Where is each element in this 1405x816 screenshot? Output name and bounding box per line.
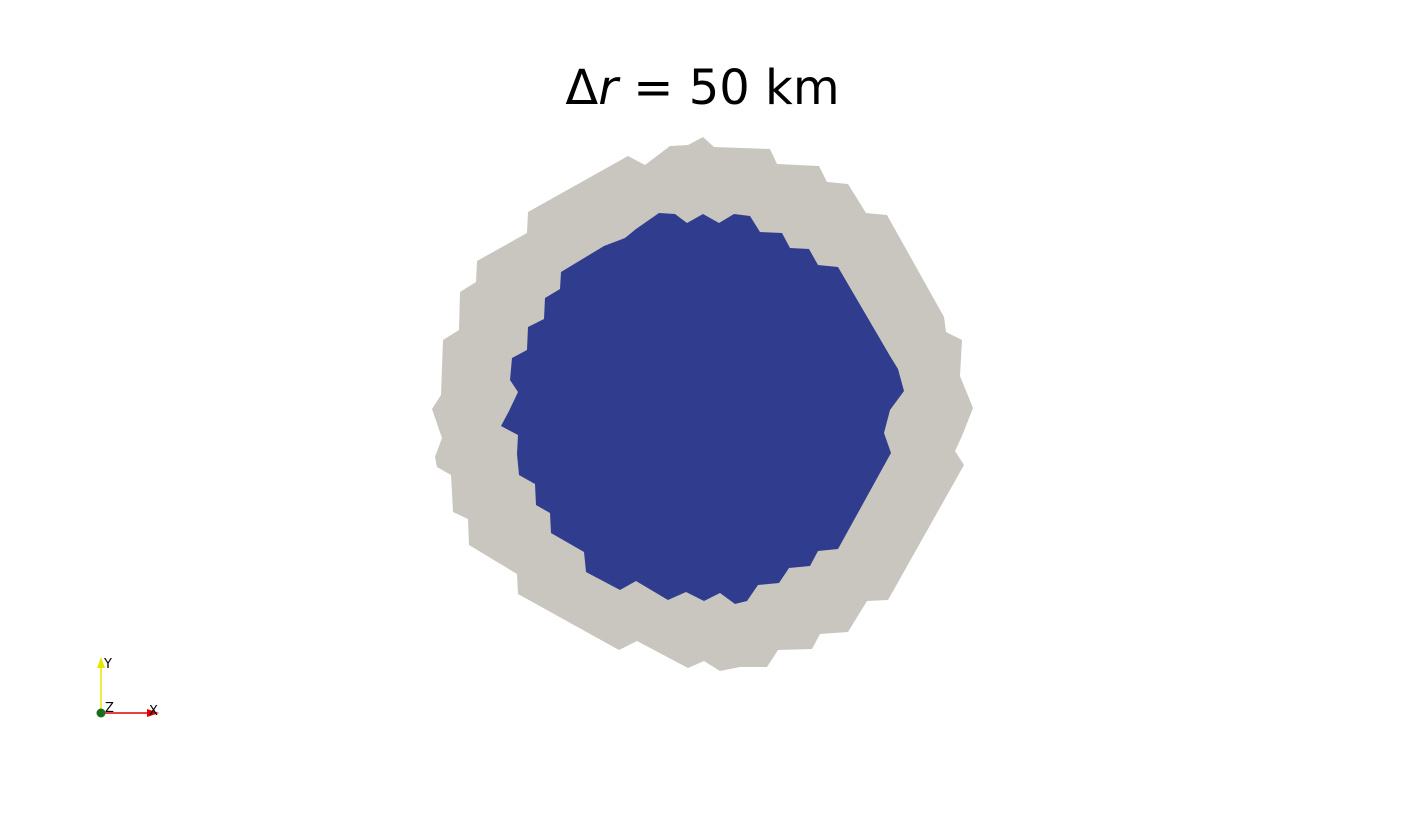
y-axis-arrow-icon — [97, 657, 105, 668]
x-axis-arrow-icon — [147, 709, 159, 717]
title-delta: Δ — [565, 60, 599, 116]
z-axis-label: Z — [105, 701, 114, 716]
y-axis-label: Y — [103, 657, 112, 672]
title-value: 50 km — [688, 60, 840, 116]
plot-title: Δr = 50 km — [0, 58, 1405, 118]
inner-core-region — [501, 213, 904, 604]
title-variable: r — [598, 60, 618, 116]
x-axis-label: X — [149, 704, 158, 719]
orientation-axes: Y Z X — [96, 657, 159, 719]
z-axis-dot-icon — [96, 708, 106, 718]
title-equals: = — [617, 60, 689, 116]
